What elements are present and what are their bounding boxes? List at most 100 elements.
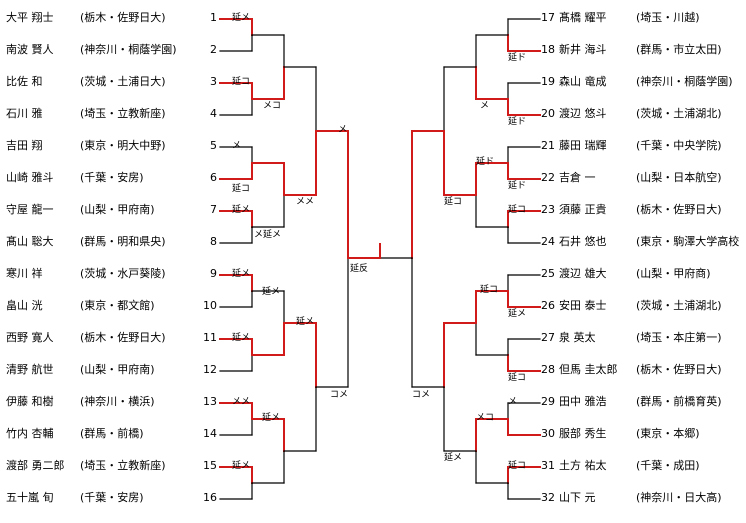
player-name-right: 石井 悠也 [559,235,607,248]
player-name-right: 安田 泰士 [559,299,607,312]
score-label-right: 延コ [508,373,527,383]
seed-number-left: 4 [210,107,217,120]
seed-number-right: 23 [541,203,555,216]
score-label-left: 延メ [262,413,281,423]
score-label-right: 延コ [480,285,499,295]
player-school-right: (千葉・成田) [636,459,700,472]
player-name-left: 山崎 雅斗 [6,171,54,184]
player-name-left: 渡部 勇二郎 [6,459,65,472]
score-label-left: メ [338,125,348,135]
seed-number-right: 20 [541,107,555,120]
player-school-left: (栃木・佐野日大) [80,331,166,344]
score-label-left: 延メ [232,461,251,471]
seed-number-left: 9 [210,267,217,280]
player-school-left: (茨城・土浦日大) [80,75,166,88]
score-label-right: 延メ [508,309,527,319]
player-school-right: (茨城・土浦湖北) [636,107,722,120]
seed-number-right: 30 [541,427,555,440]
score-label-left: 延メ [232,269,251,279]
score-label-right: メコ [476,413,495,423]
player-name-right: 森山 竜成 [559,75,607,88]
player-school-left: (東京・明大中野) [80,139,166,152]
player-school-left: (千葉・安房) [80,171,144,184]
player-name-right: 山下 元 [559,491,596,504]
seed-number-left: 3 [210,75,217,88]
player-school-right: (千葉・中央学院) [636,139,722,152]
score-label-right: 延ド [476,157,495,167]
seed-number-left: 6 [210,171,217,184]
score-label-right: 延コ [508,461,527,471]
player-school-left: (神奈川・桐蔭学園) [80,43,177,56]
seed-number-left: 8 [210,235,217,248]
player-name-left: 五十嵐 旬 [6,491,54,504]
player-school-right: (栃木・佐野日大) [636,363,722,376]
player-name-right: 吉倉 一 [559,171,596,184]
seed-number-right: 19 [541,75,555,88]
player-school-right: (山梨・甲府商) [636,267,711,280]
player-name-left: 比佐 和 [6,75,43,88]
seed-number-right: 29 [541,395,555,408]
seed-number-right: 27 [541,331,555,344]
seed-number-right: 28 [541,363,555,376]
seed-number-right: 22 [541,171,555,184]
player-school-right: (群馬・前橋育英) [636,395,722,408]
score-label-right: 延コ [508,205,527,215]
player-school-left: (埼玉・立教新座) [80,459,166,472]
player-school-right: (山梨・日本航空) [636,171,722,184]
player-school-right: (埼玉・川越) [636,11,700,24]
seed-number-left: 1 [210,11,217,24]
player-school-left: (東京・都文館) [80,299,155,312]
player-name-right: 泉 英太 [559,331,596,344]
player-name-left: 髙山 聡大 [6,235,54,248]
seed-number-right: 21 [541,139,555,152]
player-school-right: (神奈川・日大高) [636,491,722,504]
player-school-left: (群馬・前橋) [80,427,144,440]
player-name-left: 石川 雅 [6,107,43,120]
seed-number-left: 13 [203,395,217,408]
score-label-right: コメ [412,390,431,400]
player-school-right: (東京・駒澤大学高校 [636,235,740,248]
player-name-left: 吉田 翔 [6,139,43,152]
seed-number-left: 7 [210,203,217,216]
player-name-left: 畠山 洸 [6,299,43,312]
player-name-right: 渡辺 雄大 [559,267,607,280]
score-label-right: 延メ [444,453,463,463]
player-name-right: 髙橋 耀平 [559,11,607,24]
player-name-right: 但馬 圭太郎 [559,363,618,376]
score-label-right: メ [480,101,490,111]
score-label-left: メメ [232,397,251,407]
player-name-left: 大平 翔士 [6,11,54,24]
score-label-left: 延メ [232,333,251,343]
player-name-left: 南波 賢人 [6,43,54,56]
player-school-left: (山梨・甲府南) [80,363,155,376]
score-label-left: 延メ [232,205,251,215]
seed-number-left: 5 [210,139,217,152]
seed-number-right: 18 [541,43,555,56]
score-label-right: メ [508,397,518,407]
player-school-right: (群馬・市立太田) [636,43,722,56]
player-name-left: 寒川 祥 [6,267,43,280]
player-name-right: 須藤 正貴 [559,203,607,216]
seed-number-left: 15 [203,459,217,472]
seed-number-left: 11 [203,331,217,344]
player-school-left: (茨城・水戸葵陵) [80,267,166,280]
score-label-left: 延メ [296,317,315,327]
player-school-left: (山梨・甲府南) [80,203,155,216]
player-school-right: (茨城・土浦湖北) [636,299,722,312]
score-label-right: 延ド [508,181,527,191]
score-label-left: 延メ [232,13,251,23]
player-school-right: (埼玉・本庄第一) [636,331,722,344]
score-label-left: 延コ [232,77,251,87]
seed-number-left: 14 [203,427,217,440]
player-name-right: 土方 祐太 [559,459,607,472]
seed-number-left: 10 [203,299,217,312]
seed-number-right: 31 [541,459,555,472]
score-label-left: メメ [296,197,315,207]
score-label-right: 延ド [508,117,527,127]
score-label-left: 延反 [350,264,369,274]
player-school-left: (千葉・安房) [80,491,144,504]
player-name-right: 藤田 瑞輝 [559,139,607,152]
player-name-left: 清野 航世 [6,363,54,376]
player-name-right: 服部 秀生 [559,427,607,440]
